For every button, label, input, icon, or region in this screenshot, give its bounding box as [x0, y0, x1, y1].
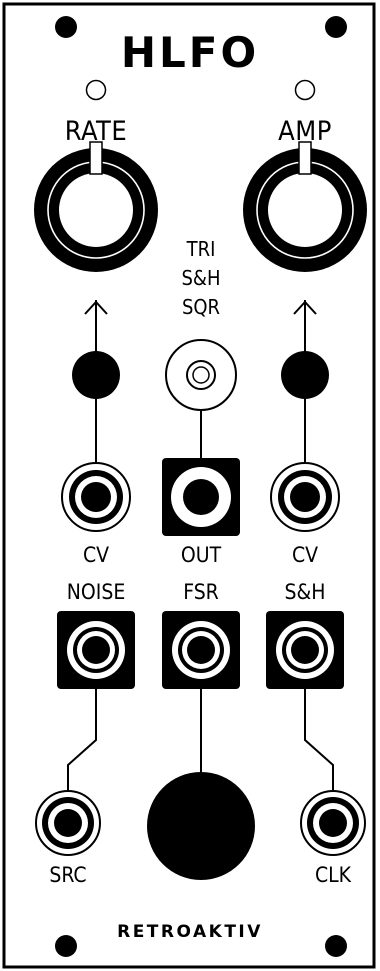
amp-arrow-icon: [293, 300, 317, 352]
out-label: OUT: [180, 543, 222, 567]
clk-jack[interactable]: [300, 790, 366, 856]
src-jack[interactable]: [35, 790, 101, 856]
amp-knob[interactable]: [243, 141, 367, 272]
amp-led: [294, 79, 316, 101]
fsr-pad-button[interactable]: [147, 772, 255, 880]
amp-cv-jack[interactable]: [270, 462, 340, 532]
module-title: HLFO: [120, 28, 260, 77]
rate-cv-label: CV: [82, 543, 110, 567]
screw-hole-top-right: [325, 16, 347, 38]
rate-arrow-icon: [84, 300, 108, 352]
amp-knob-indicator: [298, 141, 312, 175]
noise-jack[interactable]: [57, 611, 135, 689]
rate-led: [85, 79, 107, 101]
noise-src-trace: [67, 689, 97, 790]
waveform-label-sh: S&H: [181, 266, 221, 290]
rate-cv-jack[interactable]: [61, 462, 131, 532]
waveform-switch[interactable]: [165, 339, 237, 411]
screw-hole-bottom-right: [325, 935, 347, 957]
amp-cv-attenuator-knob[interactable]: [281, 351, 329, 399]
sh-jack[interactable]: [266, 611, 344, 689]
src-label: SRC: [49, 863, 87, 887]
rate-cv-attenuator-knob[interactable]: [72, 351, 120, 399]
amp-cv-label: CV: [291, 543, 319, 567]
rate-knob[interactable]: [34, 141, 158, 272]
out-jack[interactable]: [162, 458, 240, 536]
screw-hole-top-left: [55, 16, 77, 38]
fsr-jack[interactable]: [162, 611, 240, 689]
sh-clk-trace: [304, 689, 334, 790]
sh-label: S&H: [284, 580, 326, 604]
brand-logo: RETROAKTIV: [117, 922, 263, 942]
amp-label: AMP: [278, 116, 332, 147]
screw-hole-bottom-left: [55, 935, 77, 957]
waveform-label-tri: TRI: [186, 237, 216, 261]
rate-label: RATE: [64, 116, 128, 147]
fsr-label: FSR: [183, 580, 219, 604]
clk-label: CLK: [314, 863, 352, 887]
waveform-label-sqr: SQR: [181, 295, 221, 319]
rate-knob-indicator: [89, 141, 103, 175]
noise-label: NOISE: [66, 580, 126, 604]
